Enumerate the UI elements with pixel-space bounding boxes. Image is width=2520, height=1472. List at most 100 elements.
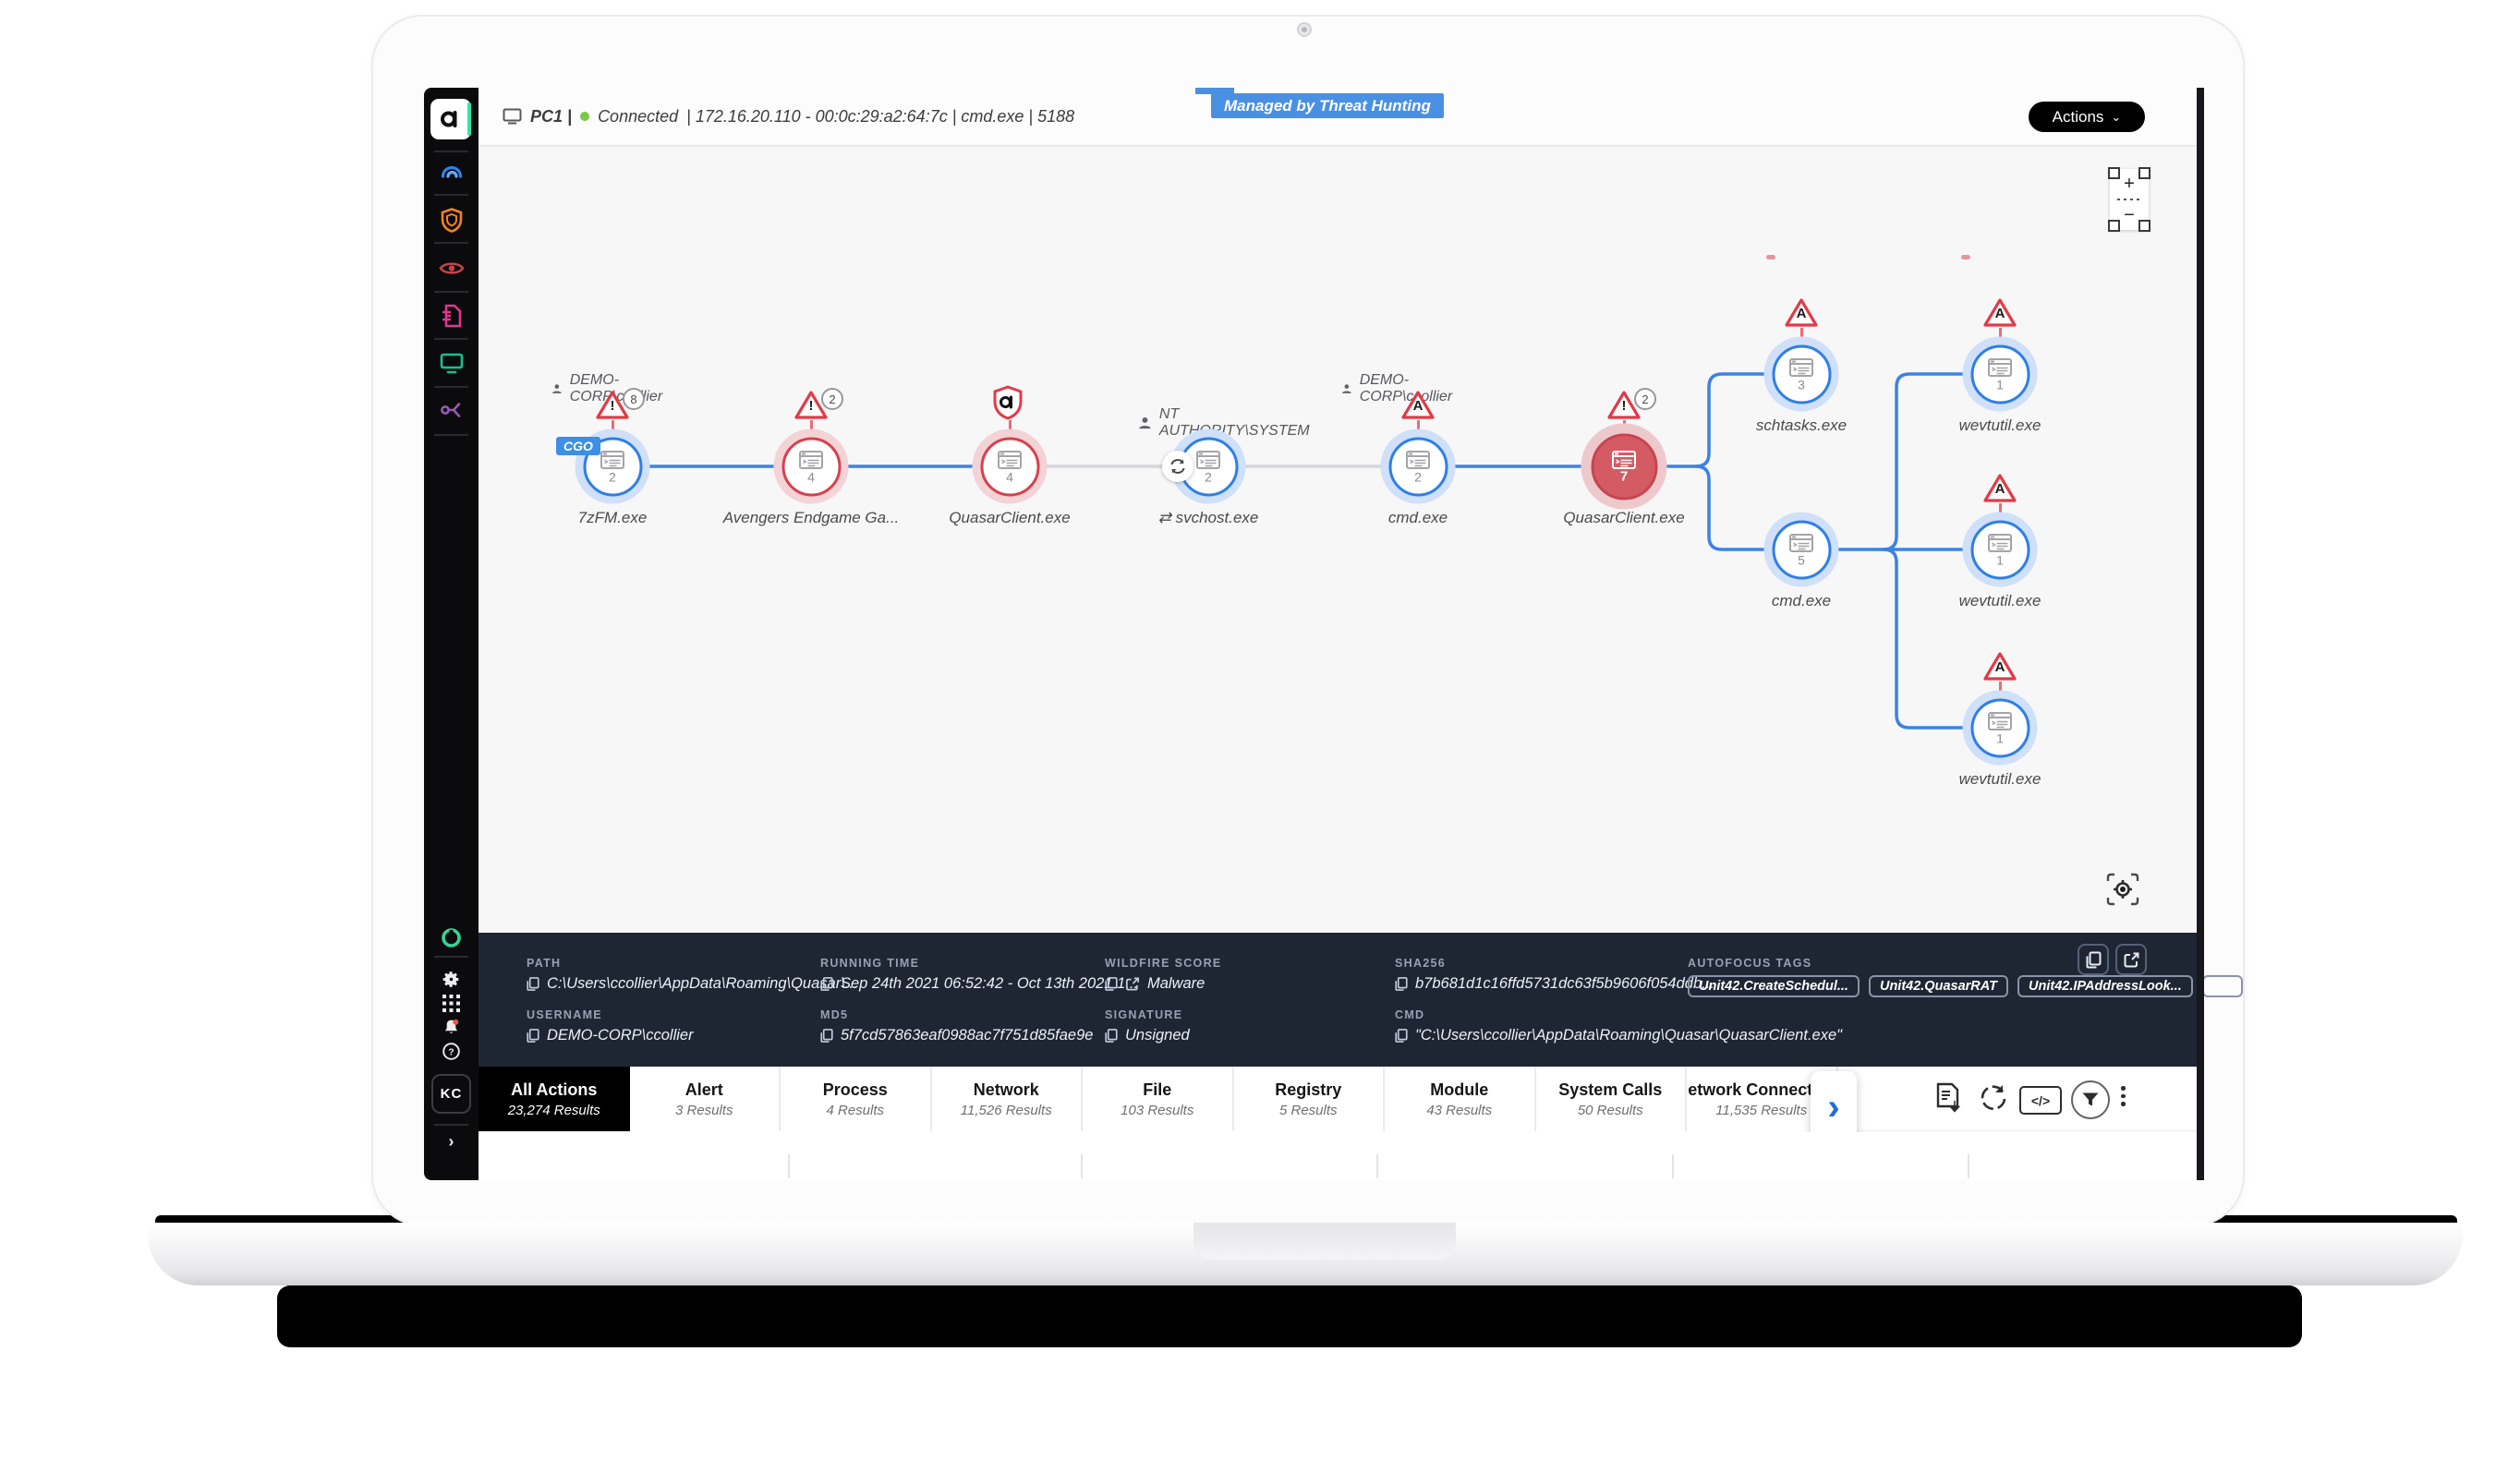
alert-badge[interactable]: !8 bbox=[595, 388, 645, 421]
alert-badge[interactable]: A bbox=[1982, 651, 2017, 682]
sidebar-item-causality[interactable] bbox=[424, 396, 479, 424]
host-details: | 172.16.20.110 - 00:0c:29:a2:64:7c | cm… bbox=[686, 106, 1075, 126]
sidebar-item-endpoint-security[interactable] bbox=[424, 206, 479, 234]
alert-badge[interactable]: A bbox=[1982, 473, 2017, 504]
tab-label: Network bbox=[973, 1080, 1039, 1099]
field-value: Sep 24th 2021 06:52:42 - Oct 13th 2021 1… bbox=[841, 975, 1138, 992]
tab-result-count: 3 Results bbox=[674, 1102, 733, 1118]
copy-icon[interactable] bbox=[1105, 1028, 1118, 1044]
alert-badge[interactable]: !2 bbox=[794, 388, 843, 421]
open-in-new-button[interactable] bbox=[2115, 944, 2147, 975]
event-count: 3 bbox=[1798, 377, 1805, 392]
tab-file[interactable]: File 103 Results bbox=[1083, 1067, 1234, 1131]
svg-text:?: ? bbox=[448, 1046, 454, 1057]
settings-button[interactable] bbox=[424, 967, 479, 991]
export-button[interactable] bbox=[1934, 1082, 1962, 1114]
tab-result-count: 103 Results bbox=[1121, 1102, 1194, 1118]
user-initials: KC bbox=[440, 1086, 463, 1102]
help-button[interactable]: ? bbox=[424, 1039, 479, 1063]
alert-badge[interactable]: A bbox=[1784, 297, 1819, 329]
wildfire-report-icon[interactable] bbox=[1125, 977, 1140, 991]
laptop-notch bbox=[1193, 1223, 1456, 1260]
tabs-scroll-right-button[interactable]: › bbox=[1811, 1071, 1857, 1143]
alert-triangle-icon bbox=[596, 391, 629, 419]
cgo-badge: CGO bbox=[556, 437, 600, 455]
tab-module[interactable]: Module 43 Results bbox=[1385, 1067, 1536, 1131]
tab-label: System Calls bbox=[1558, 1080, 1663, 1099]
apps-grid-button[interactable] bbox=[424, 991, 479, 1015]
alert-badge[interactable]: A bbox=[1400, 390, 1436, 421]
sidebar-item-reports[interactable] bbox=[424, 302, 479, 330]
tab-alert[interactable]: Alert 3 Results bbox=[629, 1067, 781, 1131]
malware-shield-badge[interactable] bbox=[992, 385, 1027, 420]
tab-all-actions[interactable]: All Actions 23,274 Results bbox=[479, 1067, 630, 1131]
sidebar-item-visibility[interactable] bbox=[424, 254, 479, 282]
event-count: 4 bbox=[807, 469, 815, 484]
more-options-button[interactable] bbox=[2121, 1086, 2126, 1106]
zoom-in-button[interactable]: + bbox=[2110, 173, 2149, 195]
autofocus-tag[interactable]: Unit42.CreateSchedul... bbox=[1688, 975, 1860, 997]
user-context-label: DEMO-CORP\ccollier bbox=[1341, 372, 1457, 405]
process-name-label: schtasks.exe bbox=[1755, 416, 1848, 434]
filter-button[interactable] bbox=[2071, 1080, 2110, 1119]
alert-count: 2 bbox=[821, 388, 843, 410]
actions-button[interactable]: Actions ⌄ bbox=[2029, 102, 2145, 132]
copy-icon[interactable] bbox=[820, 976, 833, 992]
notifications-button[interactable] bbox=[424, 1015, 479, 1039]
tab-system-calls[interactable]: System Calls 50 Results bbox=[1535, 1067, 1687, 1131]
minus-icon: − bbox=[2124, 204, 2135, 225]
copy-icon[interactable] bbox=[1395, 1028, 1408, 1044]
monitor-icon bbox=[440, 353, 463, 373]
process-name-label: QuasarClient.exe bbox=[1563, 509, 1685, 526]
autofocus-tag[interactable]: + 7 bbox=[2201, 975, 2244, 997]
window-icon bbox=[1789, 357, 1813, 377]
sidebar-item-xdr[interactable] bbox=[424, 156, 479, 184]
tab-label: Network Connections bbox=[1687, 1080, 1838, 1099]
host-status-line: PC1 | Connected | 172.16.20.110 - 00:0c:… bbox=[503, 88, 1074, 145]
sidebar-item-query[interactable] bbox=[424, 923, 479, 951]
collapsed-alert-marker bbox=[1961, 255, 1970, 259]
copy-all-button[interactable] bbox=[2078, 944, 2109, 975]
cortex-logo-icon bbox=[441, 111, 457, 127]
copy-icon[interactable] bbox=[820, 1028, 833, 1044]
managed-by-label: Managed by Threat Hunting bbox=[1224, 96, 1431, 115]
copy-icon[interactable] bbox=[1395, 976, 1408, 992]
copy-icon[interactable] bbox=[527, 1028, 539, 1044]
zoom-out-button[interactable]: − bbox=[2110, 204, 2149, 226]
center-graph-button[interactable] bbox=[2102, 869, 2143, 910]
document-icon bbox=[442, 304, 461, 328]
causality-canvas[interactable] bbox=[479, 147, 2198, 933]
sidebar-item-endpoints[interactable] bbox=[424, 349, 479, 377]
tab-process[interactable]: Process 4 Results bbox=[781, 1067, 932, 1131]
autofocus-tag[interactable]: Unit42.IPAddressLook... bbox=[2017, 975, 2193, 997]
alert-triangle-icon bbox=[794, 391, 828, 419]
alert-badge[interactable]: !2 bbox=[1606, 388, 1656, 421]
window-icon bbox=[1406, 450, 1430, 469]
tab-result-count: 23,274 Results bbox=[507, 1102, 600, 1118]
alert-badge[interactable]: A bbox=[1982, 297, 2017, 329]
malware-shield-icon bbox=[993, 385, 1023, 420]
shield-icon bbox=[441, 207, 462, 233]
user-icon bbox=[1139, 416, 1151, 429]
field-value: "C:\Users\ccollier\AppData\Roaming\Quasa… bbox=[1415, 1027, 1842, 1044]
query-code-button[interactable]: </> bbox=[2019, 1086, 2062, 1115]
computer-icon bbox=[503, 108, 522, 125]
field-value: 5f7cd57863eaf0988ac7f751d85fae9e bbox=[841, 1027, 1094, 1044]
sidebar-expand-button[interactable]: › bbox=[448, 1131, 454, 1151]
event-count: 1 bbox=[1996, 377, 2004, 392]
copy-icon[interactable] bbox=[527, 976, 539, 992]
gear-icon bbox=[442, 971, 459, 987]
process-name-label: wevtutil.exe bbox=[1958, 770, 2041, 788]
managed-by-badge: Managed by Threat Hunting bbox=[1211, 93, 1444, 118]
refresh-button[interactable] bbox=[1977, 1082, 2010, 1116]
injection-badge bbox=[1162, 451, 1193, 482]
cortex-logo[interactable] bbox=[430, 99, 471, 139]
tab-registry[interactable]: Registry 5 Results bbox=[1233, 1067, 1385, 1131]
plus-icon: + bbox=[2124, 173, 2135, 194]
copy-icon[interactable] bbox=[1105, 976, 1118, 992]
autofocus-tag[interactable]: Unit42.QuasarRAT bbox=[1868, 975, 2009, 997]
tab-network[interactable]: Network 11,526 Results bbox=[931, 1067, 1083, 1131]
user-avatar[interactable]: KC bbox=[431, 1074, 471, 1114]
